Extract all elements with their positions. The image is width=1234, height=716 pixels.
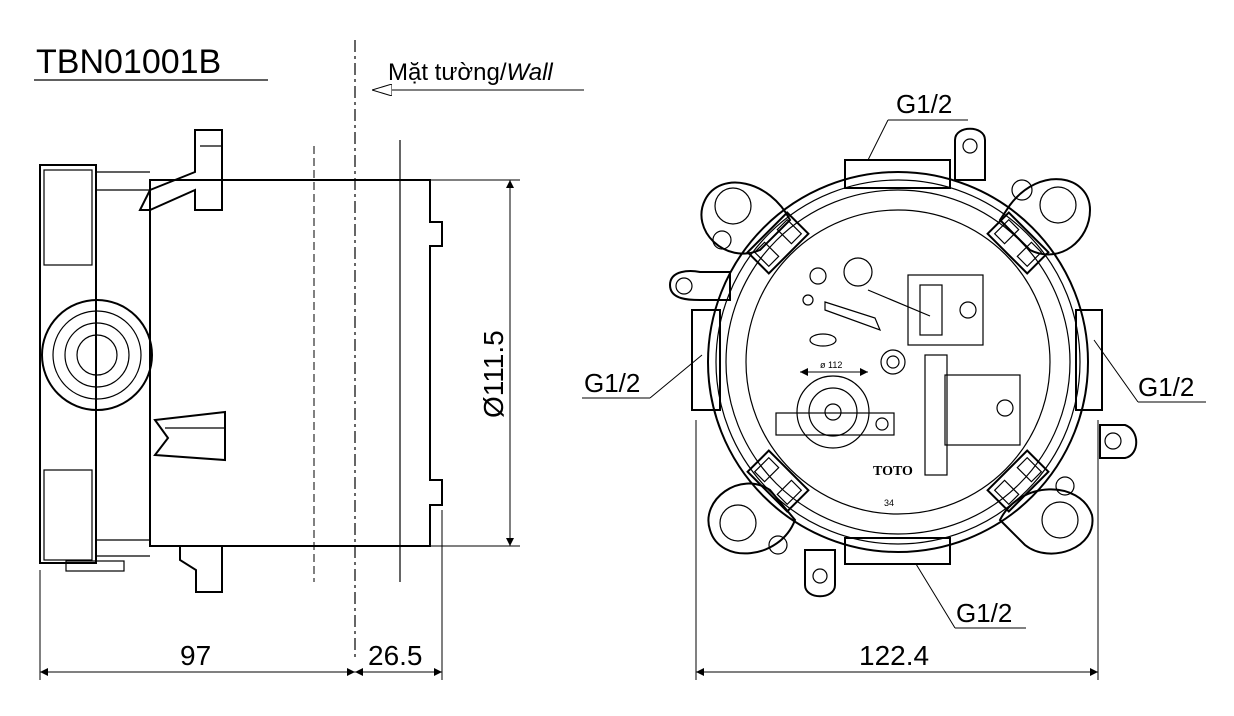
front-view: ø 112 TOTO 34 (668, 127, 1138, 598)
port-bottom-label: G1/2 (956, 598, 1012, 628)
callout-left: G1/2 (582, 354, 703, 399)
port-bottom-body (844, 537, 951, 565)
side-view-port (41, 299, 153, 411)
inner-diameter-label: ø 112 (820, 360, 842, 370)
model-title: TBN01001B (34, 43, 268, 81)
port-top-body (844, 159, 951, 189)
port-top-label: G1/2 (896, 89, 952, 119)
brand-label: TOTO (873, 464, 913, 479)
port-left-body (691, 309, 721, 411)
wall-label: Mặt tường/Wall (388, 59, 553, 86)
front-ports (691, 159, 1103, 565)
code-label: 34 (884, 498, 894, 508)
port-right-label: G1/2 (1138, 372, 1194, 402)
port-right-body (1075, 309, 1103, 411)
side-view (39, 40, 443, 660)
callout-top: G1/2 (867, 89, 968, 161)
port-callouts: G1/2 G1/2 G1/2 G1/2 (582, 89, 1206, 629)
wall-label-vi: Mặt tường/ (388, 59, 507, 86)
dim-wall-depth: 26.5 (368, 640, 423, 671)
wall-label-en: Wall (507, 59, 554, 86)
callout-right: G1/2 (1093, 339, 1206, 403)
model-number: TBN01001B (36, 43, 221, 81)
dim-diameter: Ø111.5 (478, 330, 509, 418)
corner-clamps (746, 211, 1050, 513)
mounting-lugs (668, 127, 1138, 598)
port-left-label: G1/2 (584, 368, 640, 398)
front-dimensions: 122.4 (695, 420, 1099, 680)
internal-mechanism: ø 112 TOTO 34 (775, 257, 1021, 508)
side-dimensions: 97 26.5 Ø111.5 (39, 179, 520, 680)
callout-bottom: G1/2 (915, 563, 1026, 629)
dim-front-width: 122.4 (859, 640, 929, 671)
wall-callout: Mặt tường/Wall (372, 59, 584, 90)
dim-body-depth: 97 (180, 640, 211, 671)
